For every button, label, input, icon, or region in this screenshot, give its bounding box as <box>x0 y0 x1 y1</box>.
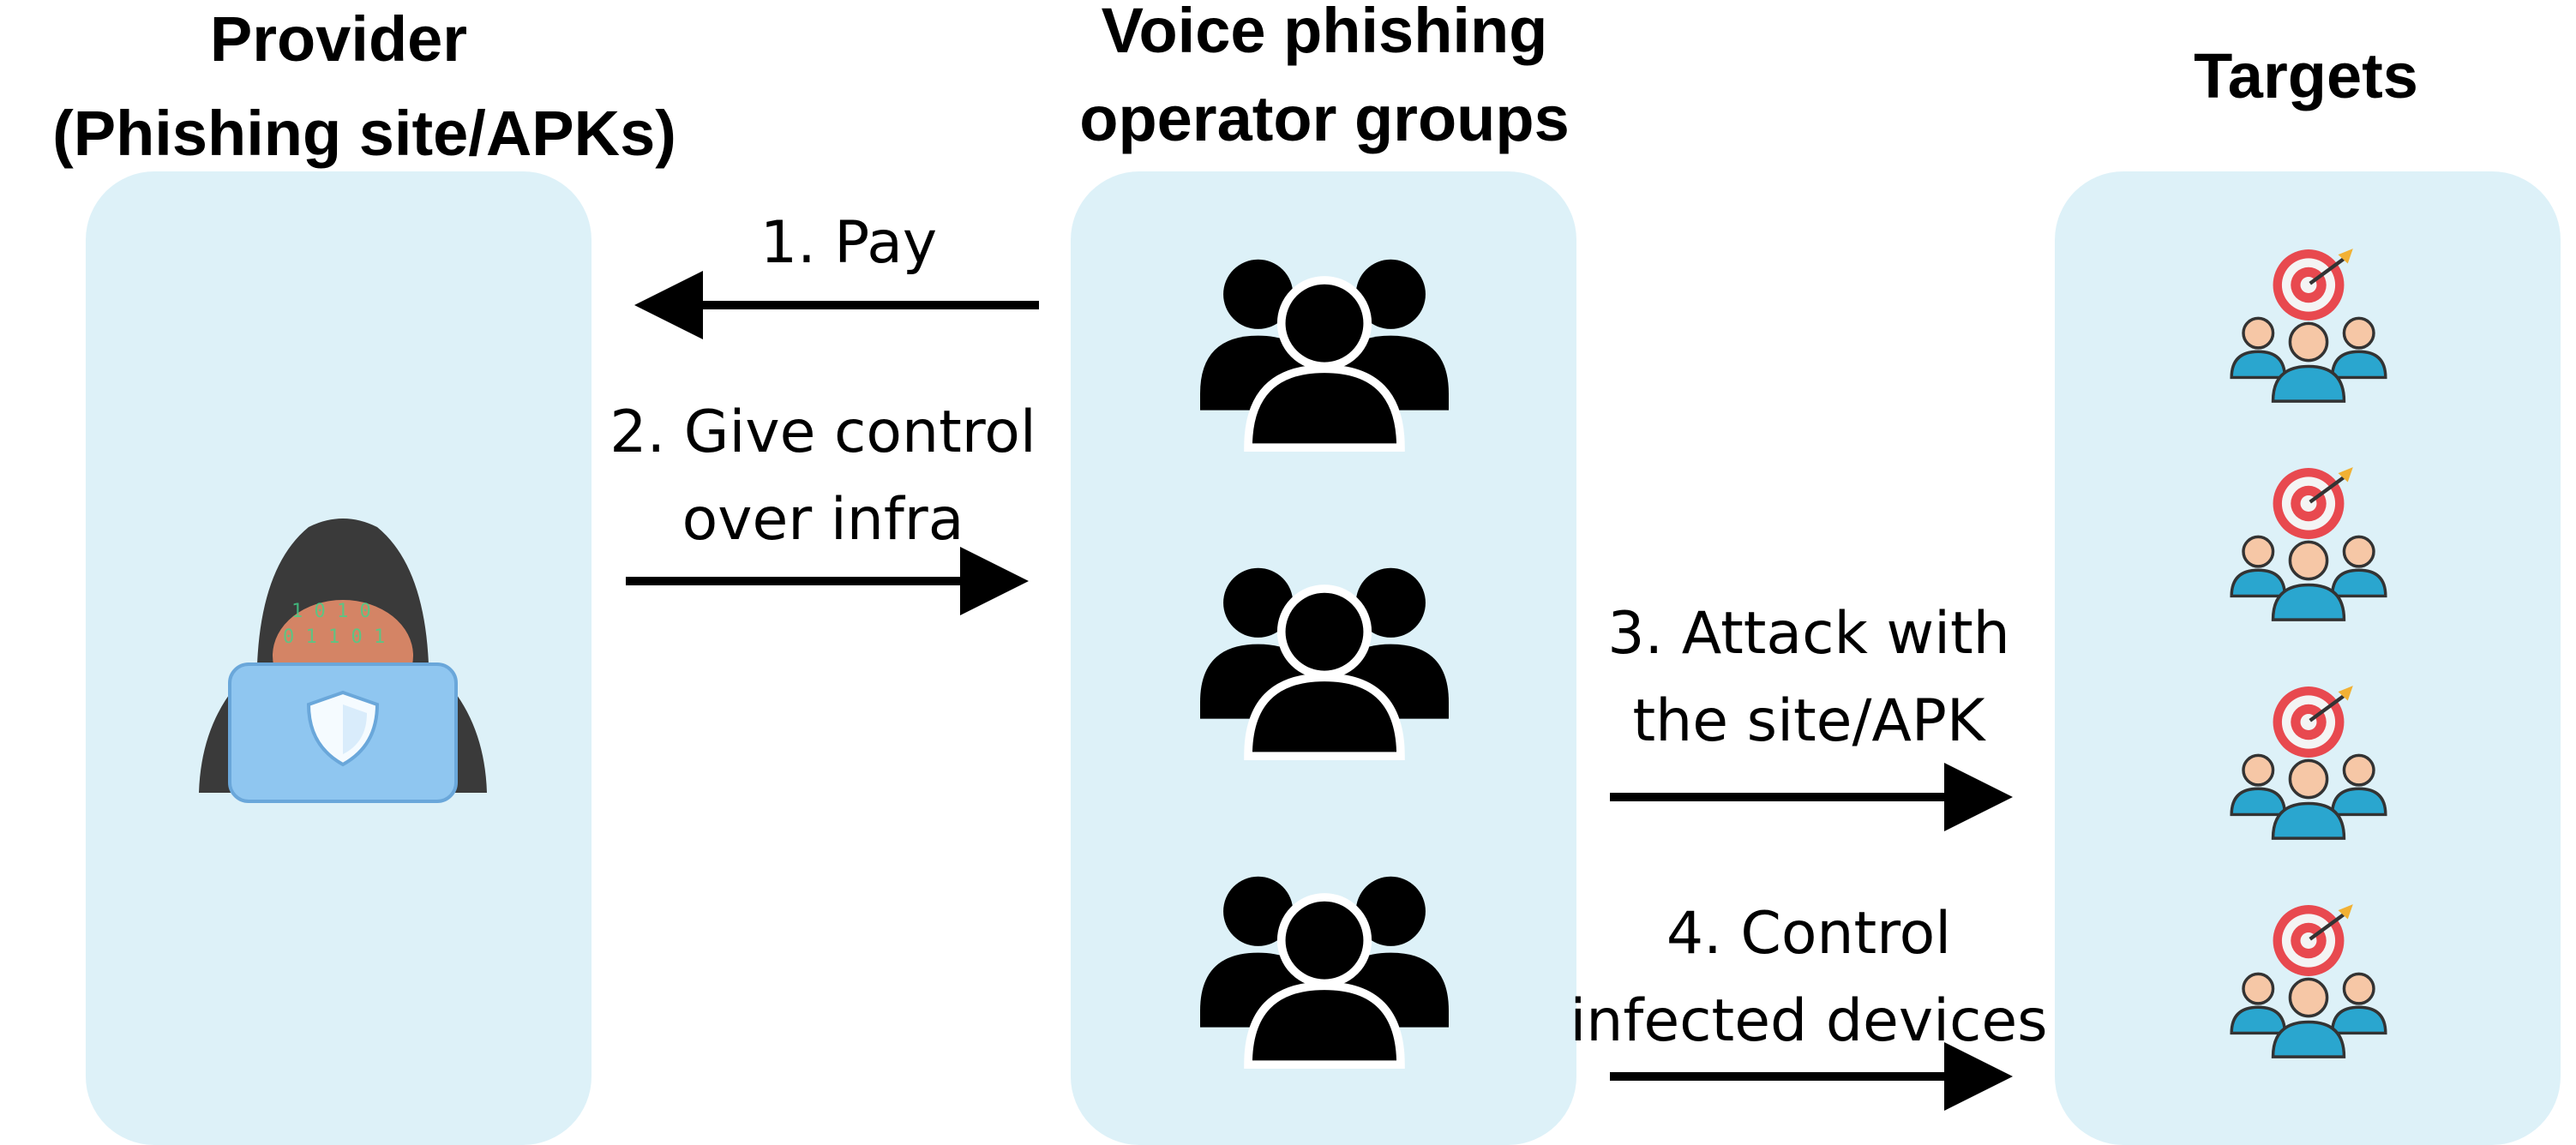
arrow-control-devices-label-line1: 4. Control <box>1666 900 1952 968</box>
provider-title-line1: Provider <box>209 3 468 75</box>
hacker-with-laptop-icon: 1 0 1 0 0 1 1 0 1 <box>199 519 487 803</box>
arrow-give-control-label-line1: 2. Give control <box>609 399 1036 466</box>
operator-group-icon <box>1200 568 1449 756</box>
svg-text:1 0 1 0: 1 0 1 0 <box>291 601 371 622</box>
provider-title-line2: (Phishing site/APKs) <box>52 98 676 169</box>
target-audience-icon <box>2231 686 2386 838</box>
arrow-pay-label: 1. Pay <box>760 209 938 277</box>
target-audience-icon <box>2231 249 2386 401</box>
operators-title-line2: operator groups <box>1079 83 1570 154</box>
svg-text:0 1 1 0 1: 0 1 1 0 1 <box>283 626 385 648</box>
arrow-give-control-label-line2: over infra <box>682 486 964 554</box>
operators-title-line1: Voice phishing <box>1101 0 1548 66</box>
arrow-attack-label-line1: 3. Attack with <box>1607 600 2010 668</box>
targets-title: Targets <box>2194 40 2418 111</box>
operator-group-icon <box>1200 877 1449 1064</box>
target-audience-icon <box>2231 904 2386 1057</box>
operator-group-icon <box>1200 260 1449 447</box>
arrow-attack-label-line2: the site/APK <box>1632 687 1985 755</box>
target-audience-icon <box>2231 467 2386 620</box>
